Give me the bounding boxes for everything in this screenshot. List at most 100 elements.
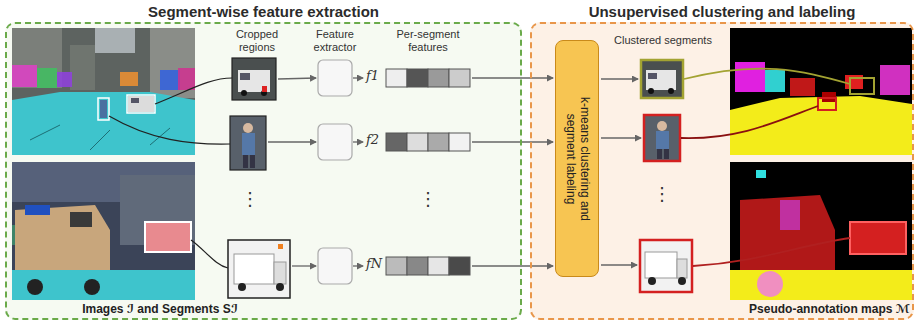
street-photo [12, 270, 195, 300]
feature-vector [428, 257, 449, 275]
pseudo-annotation-map [850, 222, 906, 254]
street-photo [98, 98, 109, 120]
feature-vector [386, 69, 470, 275]
cropped-region [276, 283, 284, 291]
flow-arrow [353, 141, 363, 142]
clustered-segment [641, 60, 683, 98]
street-photo [12, 162, 195, 300]
street-photo [25, 205, 50, 215]
street-photo [12, 162, 195, 300]
clustered-segment [646, 70, 676, 90]
street-photo [70, 212, 92, 227]
column-label: Feature extractor [300, 28, 370, 53]
feature-symbol: f1 [366, 69, 386, 84]
feature-vector [449, 69, 470, 87]
street-photo [128, 96, 154, 112]
column-label: Per-segment features [384, 28, 472, 53]
flow-arrow [278, 78, 316, 79]
process-box: k-means clustering and segment labeling [555, 40, 599, 277]
panel-title: Segment-wise feature extraction [7, 3, 520, 21]
cropped-region [238, 70, 270, 92]
feature-extractor-box [318, 124, 352, 160]
column-label: Clustered segments [603, 34, 723, 47]
street-photo [37, 68, 57, 88]
pseudo-annotation-map [756, 170, 766, 178]
flow-arrow [472, 141, 553, 142]
street-photo [12, 92, 195, 155]
clustered-segment [640, 60, 692, 292]
clustered-segment [668, 88, 674, 94]
pseudo-annotation-map [757, 271, 783, 297]
feature-vector [428, 69, 449, 87]
clustered-segment [648, 88, 654, 94]
clustered-segment [657, 149, 662, 159]
cropped-region [240, 73, 250, 80]
cropped-region [243, 155, 248, 168]
cropped-region [234, 254, 274, 284]
column-label: Cropped regions [222, 28, 292, 53]
match-line [684, 69, 850, 84]
pseudo-annotation-map [880, 65, 910, 95]
feature-vector [407, 133, 428, 151]
feature-symbol: f2 [366, 133, 386, 148]
flow-arrow [292, 265, 316, 266]
pseudo-annotation-map [740, 195, 835, 275]
street-photo [12, 65, 37, 87]
cropped-region [238, 283, 246, 291]
flow-arrow [353, 265, 363, 266]
clustered-segment [648, 277, 656, 285]
clustered-segment [657, 121, 667, 131]
clustered-segment [644, 115, 680, 161]
street-photo [12, 28, 195, 155]
leader-line [109, 78, 232, 268]
ellipsis: ⋮ [418, 190, 438, 208]
clustered-segment [678, 277, 686, 285]
input-caption: Images ℐ and Segments Sℐ [10, 303, 310, 317]
cropped-region [250, 155, 255, 168]
feature-vector [407, 69, 428, 87]
pseudo-annotation-map [730, 96, 912, 155]
pseudo-annotation-map [765, 70, 785, 92]
clustered-segment [640, 240, 692, 292]
pseudo-annotation-map [780, 200, 800, 230]
street-photo [30, 125, 170, 150]
street-photo [178, 68, 195, 90]
clustered-segment [645, 252, 677, 278]
ellipsis: ⋮ [652, 185, 672, 203]
panel-title: Unsupervised clustering and labeling [532, 3, 912, 21]
panel-ground [5, 22, 914, 320]
flow-arrow [353, 77, 363, 78]
feature-vector [386, 133, 407, 151]
street-photo [12, 28, 195, 155]
pseudo-annotation-map [850, 78, 874, 94]
leader-line [155, 78, 232, 104]
cropped-region [228, 58, 290, 298]
feature-extractor-box [318, 60, 352, 284]
flow-arrow [472, 77, 553, 78]
match-line [693, 238, 850, 266]
street-photo [27, 279, 43, 295]
street-photo [12, 28, 62, 88]
leader-line [191, 240, 228, 268]
stage-panel: Unsupervised clustering and labelingk-me… [530, 22, 914, 320]
pseudo-annotation-map [730, 162, 912, 300]
feature-vector [407, 257, 428, 275]
pseudo-annotation-map [818, 98, 836, 110]
street-photo [70, 45, 95, 90]
cropped-region [274, 262, 286, 284]
street-photo [57, 72, 72, 87]
clustered-segment [656, 131, 669, 149]
cropped-region [232, 58, 276, 100]
feature-symbol: fN [366, 257, 386, 272]
street-photo [95, 28, 135, 53]
stage-panel: Segment-wise feature extraction [5, 22, 522, 320]
feature-extractor-box [318, 248, 352, 284]
flow-arrow [601, 78, 638, 79]
cropped-region [262, 86, 267, 92]
street-photo [160, 70, 180, 90]
cropped-region [241, 90, 247, 96]
pseudo-annotation-map [790, 78, 815, 96]
clustered-segment [677, 259, 687, 278]
cropped-region [243, 123, 253, 133]
